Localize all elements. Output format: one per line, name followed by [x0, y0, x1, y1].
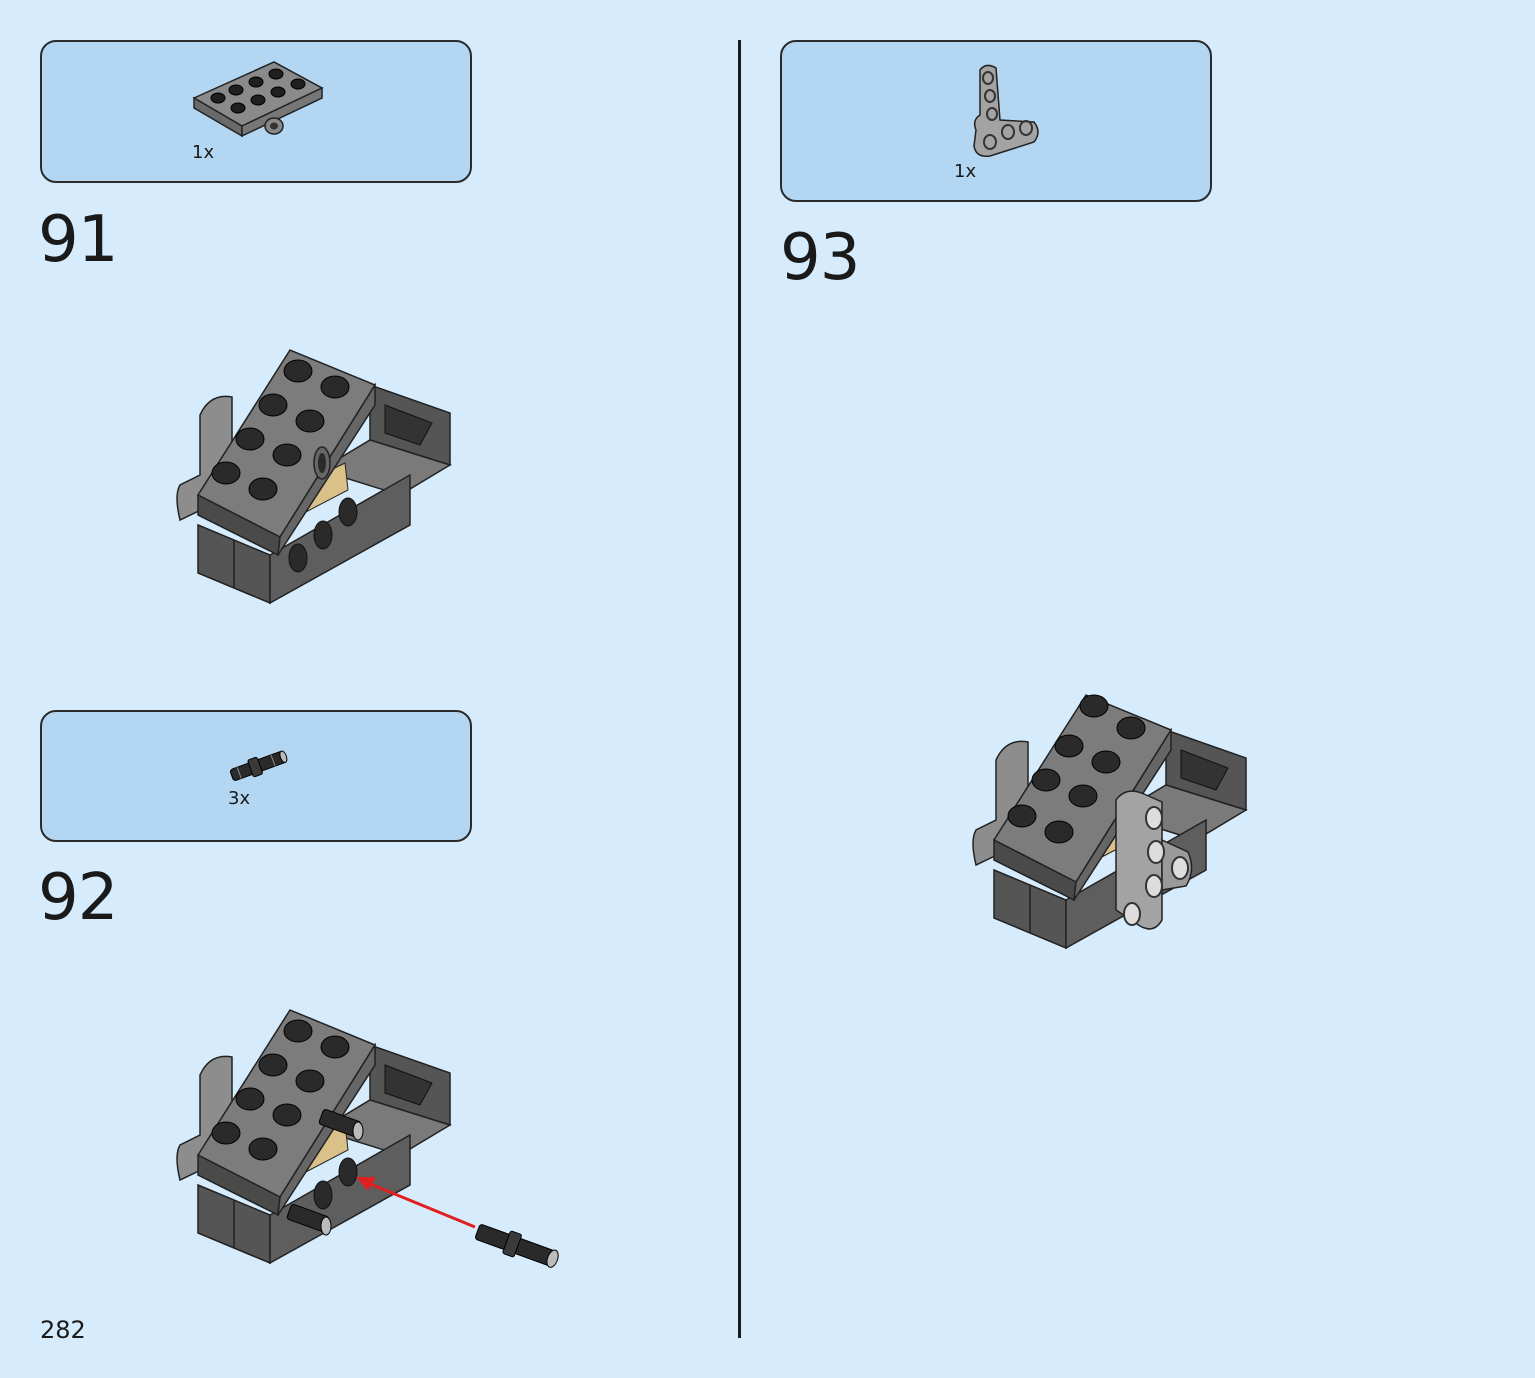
parts-box-step-92: 3x: [40, 710, 472, 842]
column-divider: [738, 40, 741, 1338]
page-number: 282: [40, 1316, 86, 1344]
step-number: 93: [780, 221, 860, 295]
step-number: 91: [38, 203, 118, 277]
parts-box-step-93: 1x: [780, 40, 1212, 202]
technic-t-beam-icon: [973, 64, 1039, 158]
part-quantity: 1x: [192, 142, 215, 163]
assembly-illustration-step-93: [972, 694, 1248, 950]
step-number: 92: [38, 861, 118, 935]
technic-pin-black-icon: [229, 750, 288, 781]
assembly-illustration-step-91: [176, 349, 452, 605]
part-quantity: 3x: [228, 788, 251, 809]
part-quantity: 1x: [954, 161, 977, 182]
assembly-illustration-step-92: [176, 1009, 559, 1268]
parts-box-step-91: 1x: [40, 40, 472, 183]
plate-2x4-with-pin-hole-icon: [192, 61, 324, 138]
